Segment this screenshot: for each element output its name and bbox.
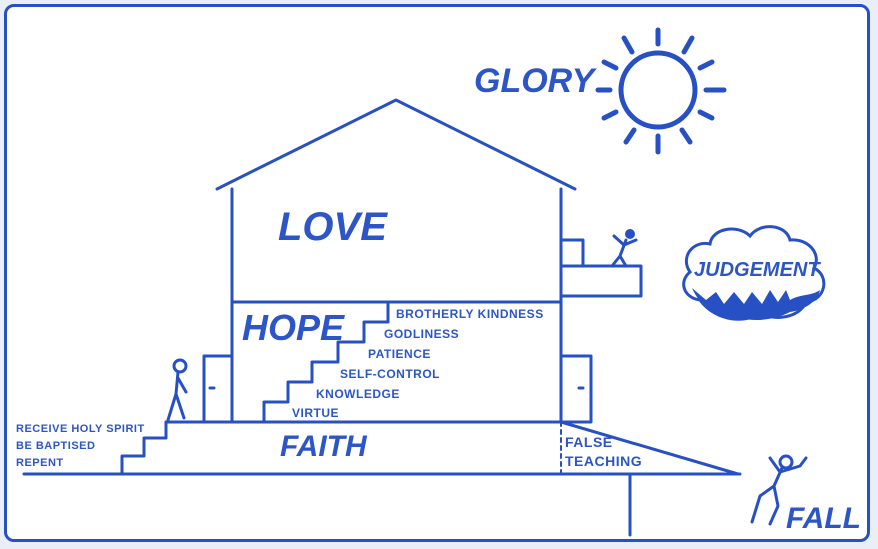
hope-label: HOPE [242,307,345,348]
stair-label: VIRTUE [292,406,339,420]
faith-foundation [22,420,742,476]
sun-icon [595,27,727,155]
jumping-person-icon [610,229,638,268]
right-door-icon [559,354,593,424]
judgement-label: JUDGEMENT [694,259,821,281]
step-label: REPENT [16,457,64,469]
stair-label: BROTHERLY KINDNESS [396,307,544,321]
falling-person-icon [750,454,808,526]
step-label: BE BAPTISED [16,440,95,452]
stair-label: GODLINESS [384,327,459,341]
fall-label: FALL [786,502,861,535]
glory-label: GLORY [474,62,598,100]
step-label: RECEIVE HOLY SPIRIT [16,423,145,435]
false-teaching-label: FALSE [565,434,613,450]
left-door-icon [202,354,234,424]
hope-staircase [262,300,390,424]
judgement-cloud-icon [682,225,826,321]
false-teaching-label: TEACHING [565,453,642,469]
stair-label: SELF-CONTROL [340,367,440,381]
love-label: LOVE [278,205,388,249]
stair-label: PATIENCE [368,347,431,361]
faith-label: FAITH [280,430,368,463]
walking-person-icon [166,358,188,422]
balcony [559,238,643,298]
false-teaching-ramp [559,420,740,537]
stair-label: KNOWLEDGE [316,387,400,401]
